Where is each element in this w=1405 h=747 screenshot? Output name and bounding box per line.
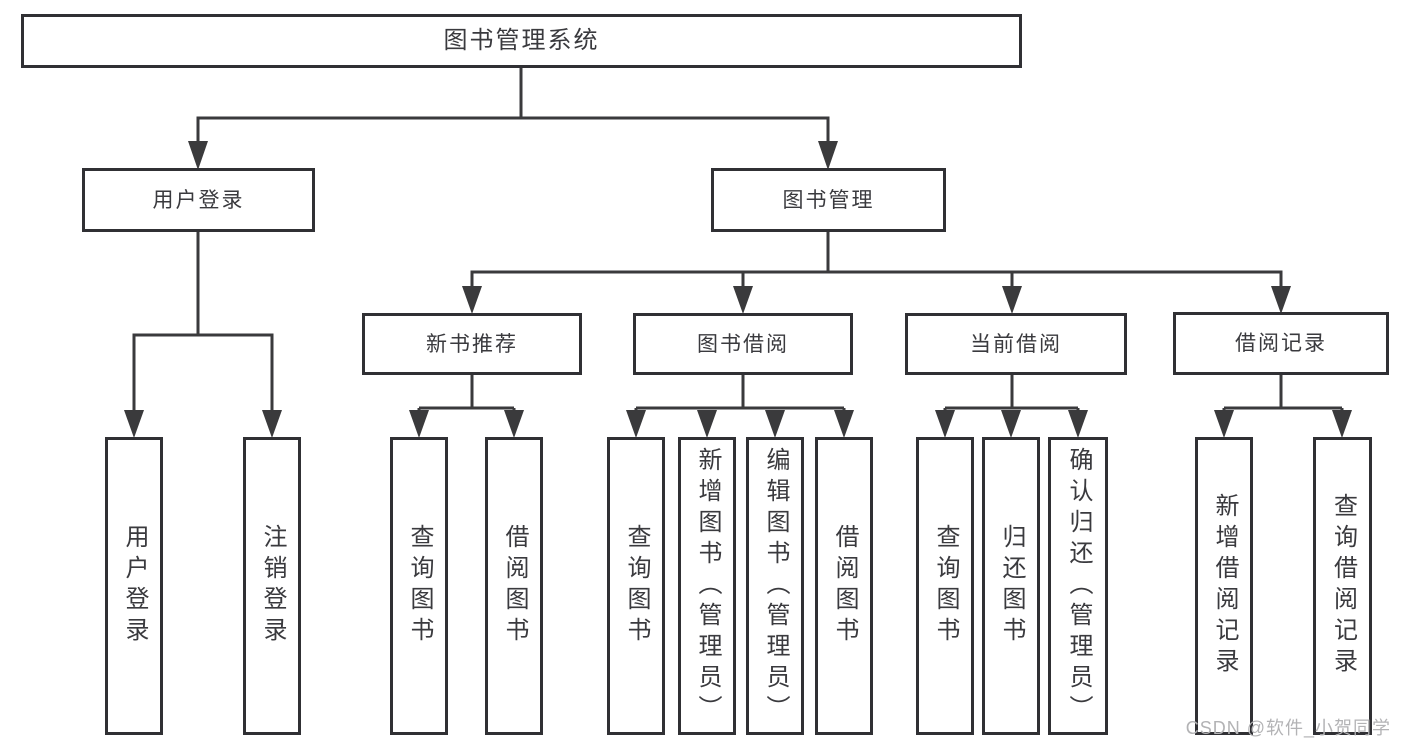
node-user-login-label: 用户登录 <box>152 188 245 212</box>
leaf-current-query-books: 查询图书 <box>916 437 974 735</box>
leaf-borrow-add-books-admin-label: 新增图书（管理员） <box>694 446 721 726</box>
node-current-borrow: 当前借阅 <box>905 313 1127 375</box>
leaf-borrow-borrow-books-label: 借阅图书 <box>831 524 858 648</box>
leaf-borrow-edit-books-admin: 编辑图书（管理员） <box>746 437 804 735</box>
leaf-current-return-books: 归还图书 <box>982 437 1040 735</box>
node-book-borrow: 图书借阅 <box>633 313 853 375</box>
node-library-management-system: 图书管理系统 <box>21 14 1022 68</box>
leaf-borrow-add-books-admin: 新增图书（管理员） <box>678 437 736 735</box>
leaf-records-query-record: 查询借阅记录 <box>1313 437 1372 735</box>
leaf-current-return-books-label: 归还图书 <box>998 524 1025 648</box>
node-borrow-records-label: 借阅记录 <box>1235 332 1327 355</box>
node-borrow-records: 借阅记录 <box>1173 312 1389 375</box>
leaf-records-add-record-label: 新增借阅记录 <box>1211 493 1238 679</box>
leaf-borrow-edit-books-admin-label: 编辑图书（管理员） <box>762 446 789 726</box>
node-book-borrow-label: 图书借阅 <box>697 332 789 356</box>
leaf-records-add-record: 新增借阅记录 <box>1195 437 1253 735</box>
leaf-current-confirm-return-admin-label: 确认归还（管理员） <box>1065 446 1092 726</box>
leaf-records-query-record-label: 查询借阅记录 <box>1329 493 1357 679</box>
connector-paths <box>132 68 1344 411</box>
csdn-watermark: CSDN @软件_小贺同学 <box>1185 718 1391 738</box>
leaf-borrow-query-books-label: 查询图书 <box>623 524 650 648</box>
arrowheads <box>124 141 1352 438</box>
node-library-management-system-label: 图书管理系统 <box>443 27 600 54</box>
leaf-current-confirm-return-admin: 确认归还（管理员） <box>1048 437 1108 735</box>
leaf-user-login: 用户登录 <box>105 437 163 735</box>
leaf-current-query-books-label: 查询图书 <box>932 524 959 648</box>
leaf-recommend-query-books-label: 查询图书 <box>406 524 433 648</box>
node-new-book-recommend-label: 新书推荐 <box>426 332 518 356</box>
node-new-book-recommend: 新书推荐 <box>362 313 582 375</box>
leaf-borrow-query-books: 查询图书 <box>607 437 665 735</box>
node-user-login: 用户登录 <box>82 168 315 232</box>
node-book-management: 图书管理 <box>711 168 946 232</box>
node-current-borrow-label: 当前借阅 <box>970 332 1062 356</box>
node-book-management-label: 图书管理 <box>782 188 875 212</box>
leaf-logout: 注销登录 <box>243 437 301 735</box>
leaf-recommend-borrow-books: 借阅图书 <box>485 437 543 735</box>
leaf-recommend-query-books: 查询图书 <box>390 437 448 735</box>
leaf-user-login-label: 用户登录 <box>121 524 148 648</box>
leaf-recommend-borrow-books-label: 借阅图书 <box>501 524 528 648</box>
leaf-borrow-borrow-books: 借阅图书 <box>815 437 873 735</box>
leaf-logout-label: 注销登录 <box>259 524 286 648</box>
